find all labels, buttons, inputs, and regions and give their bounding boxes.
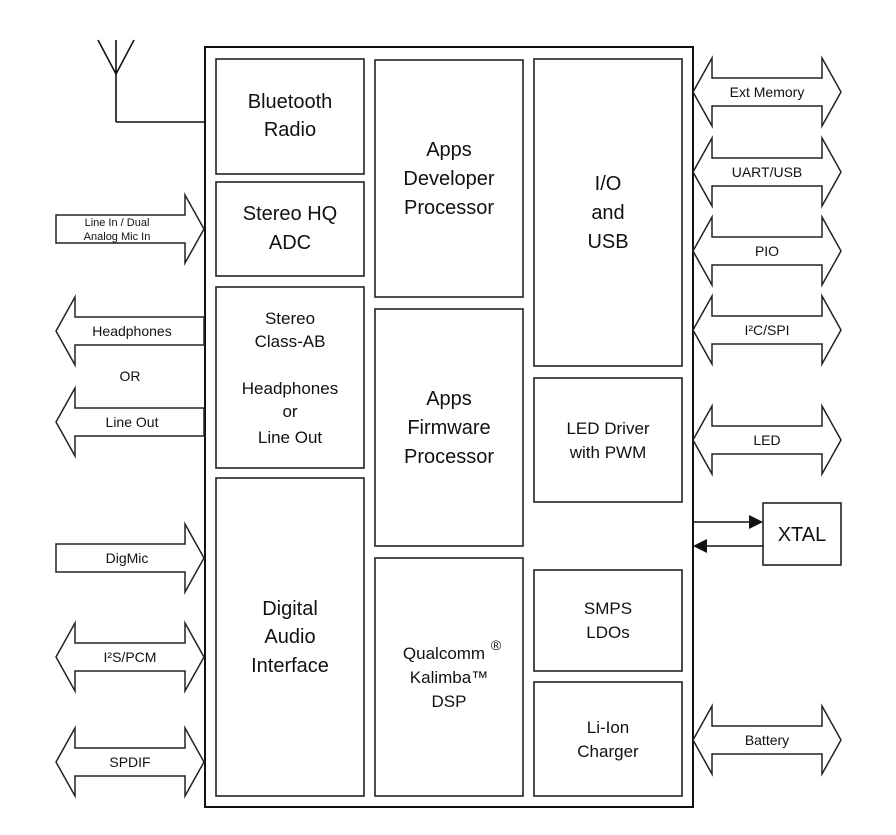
led-driver-line-1: LED Driver <box>566 419 649 438</box>
double-arrow-icon <box>692 55 842 129</box>
double-arrow-icon <box>692 403 842 477</box>
uart-label: UART/USB <box>732 164 803 180</box>
amp-line-6: Line Out <box>258 428 323 447</box>
dai-line-1: Digital <box>262 598 318 620</box>
double-arrow-icon <box>692 293 842 367</box>
li-ion-charger-block: Li-Ion Charger <box>533 681 683 797</box>
pio-port: PIO <box>692 214 842 288</box>
apps-fw-line-2: Firmware <box>407 417 490 439</box>
double-arrow-icon <box>692 135 842 209</box>
bluetooth-line-2: Radio <box>264 119 316 141</box>
apps-firmware-processor-block: Apps Firmware Processor <box>374 308 524 547</box>
line-in-label-2: Analog Mic In <box>84 231 151 243</box>
line-out-label: Line Out <box>106 414 159 430</box>
led-label: LED <box>753 432 780 448</box>
kalimba-dsp-block: Qualcomm ® Kalimba™ DSP <box>374 557 524 797</box>
io-line-2: and <box>591 202 624 224</box>
spdif-label: SPDIF <box>109 754 150 770</box>
led-driver-line-2: with PWM <box>569 443 647 462</box>
ext-memory-port: Ext Memory <box>692 55 842 129</box>
left-arrow-icon <box>55 385 205 459</box>
stereo-adc-block: Stereo HQ ADC <box>215 181 365 277</box>
registered-mark: ® <box>491 637 502 653</box>
dsp-line-3: DSP <box>432 692 467 711</box>
headphones-port: Headphones <box>55 294 205 368</box>
pio-label: PIO <box>755 243 779 259</box>
line-out-port: Line Out <box>55 385 205 459</box>
led-port: LED <box>692 403 842 477</box>
amp-line-4: Headphones <box>242 379 338 398</box>
io-line-1: I/O <box>595 173 622 195</box>
apps-developer-processor-block: Apps Developer Processor <box>374 59 524 298</box>
uart-usb-port: UART/USB <box>692 135 842 209</box>
double-arrow-icon <box>55 620 205 694</box>
smps-line-2: LDOs <box>586 623 629 642</box>
dai-line-2: Audio <box>264 626 315 648</box>
xtal-in-arrow-icon <box>693 539 707 553</box>
i2s-label: I²S/PCM <box>104 649 157 665</box>
xtal-block: XTAL <box>693 502 842 566</box>
amp-line-5: or <box>282 402 297 421</box>
apps-fw-line-1: Apps <box>426 388 472 410</box>
adc-line-1: Stereo HQ <box>243 203 337 225</box>
dsp-line-1: Qualcomm <box>403 644 485 663</box>
dsp-line-2: Kalimba™ <box>410 668 488 687</box>
battery-label: Battery <box>745 732 789 748</box>
smps-line-1: SMPS <box>584 599 632 618</box>
digital-audio-interface-block: Digital Audio Interface <box>215 477 365 797</box>
antenna-icon <box>97 39 215 123</box>
or-label: OR <box>120 368 141 384</box>
io-usb-block: I/O and USB <box>533 58 683 367</box>
amp-line-1: Stereo <box>265 309 315 328</box>
i2s-pcm-port: I²S/PCM <box>55 620 205 694</box>
ext-memory-label: Ext Memory <box>730 84 805 100</box>
headphones-label: Headphones <box>92 323 171 339</box>
amplifier-block: Stereo Class-AB Headphones or Line Out <box>215 286 365 469</box>
i2c-label: I²C/SPI <box>744 322 789 338</box>
adc-line-2: ADC <box>269 232 311 254</box>
apps-dev-line-1: Apps <box>426 139 472 161</box>
xtal-out-arrow-icon <box>749 515 763 529</box>
apps-dev-line-2: Developer <box>403 168 495 190</box>
apps-fw-line-3: Processor <box>404 446 494 468</box>
led-driver-block: LED Driver with PWM <box>533 377 683 503</box>
charger-line-2: Charger <box>577 742 639 761</box>
digmic-label: DigMic <box>106 550 149 566</box>
bluetooth-radio-block: Bluetooth Radio <box>215 58 365 175</box>
double-arrow-icon <box>692 214 842 288</box>
amp-line-2: Class-AB <box>255 332 326 351</box>
double-arrow-icon <box>692 703 842 777</box>
digmic-port: DigMic <box>55 521 205 595</box>
smps-ldo-block: SMPS LDOs <box>533 569 683 672</box>
io-line-3: USB <box>587 231 628 253</box>
battery-port: Battery <box>692 703 842 777</box>
spdif-port: SPDIF <box>55 725 205 799</box>
xtal-label: XTAL <box>778 524 827 546</box>
line-in-port: Line In / Dual Analog Mic In <box>55 192 205 266</box>
charger-line-1: Li-Ion <box>587 718 630 737</box>
double-arrow-icon <box>55 725 205 799</box>
bluetooth-line-1: Bluetooth <box>248 91 333 113</box>
dai-line-3: Interface <box>251 655 329 677</box>
right-arrow-icon <box>55 192 205 266</box>
left-arrow-icon <box>55 294 205 368</box>
apps-dev-line-3: Processor <box>404 197 494 219</box>
line-in-label-1: Line In / Dual <box>85 217 150 229</box>
i2c-spi-port: I²C/SPI <box>692 293 842 367</box>
right-arrow-icon <box>55 521 205 595</box>
